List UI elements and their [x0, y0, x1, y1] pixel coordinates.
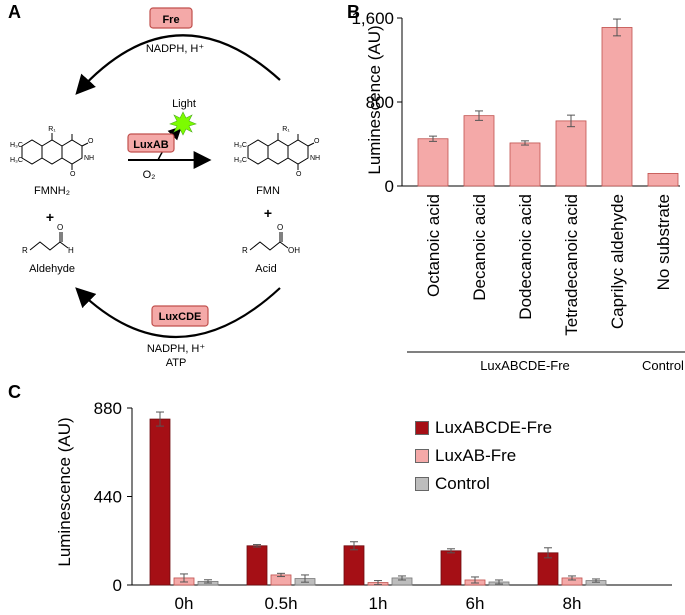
plus-right: + [264, 205, 272, 221]
legend-label-luxab-fre: LuxAB-Fre [435, 446, 517, 465]
legend-control: Control [415, 474, 490, 494]
light-label: Light [172, 98, 196, 110]
fmn-h3c-top: H₃C [234, 142, 247, 149]
chart-c-category-6h: 6h [466, 594, 485, 613]
luxab-enzyme-label: LuxAB [133, 139, 169, 151]
acid-r: R [242, 246, 248, 255]
legend-swatch-luxab-fre [415, 449, 429, 463]
chart-b-ylabel: Luminescence (AU) [365, 25, 384, 174]
chart-c-bar-luxabcde-fre-6h [440, 550, 462, 586]
chart-b-category-caprilyc-aldehyde: Caprilyc aldehyde [608, 194, 627, 329]
aldehyde-r: R [22, 246, 28, 255]
chart-b-group-label-control: Control [642, 358, 684, 373]
chart-c-ytick-label: 440 [94, 488, 122, 507]
acid-label: Acid [255, 263, 276, 275]
fmnh2-h3c-bottom: H₃C [10, 157, 23, 164]
luxcde-cofactor-nadph: NADPH, H⁺ [147, 343, 206, 355]
legend-label-luxabcde-fre: LuxABCDE-Fre [435, 418, 553, 437]
light-burst-icon [169, 111, 197, 136]
chart-c-category-8h: 8h [563, 594, 582, 613]
fmnh2-label: FMNH₂ [34, 185, 70, 197]
chart-b-category-tetradecanoic-acid: Tetradecanoic acid [562, 194, 581, 336]
fre-enzyme-box [149, 7, 193, 29]
fmn-o-bottom: O [296, 171, 302, 178]
chart-b-category-octanoic-acid: Octanoic acid [424, 194, 443, 297]
luxcde-cofactor-atp: ATP [166, 357, 187, 369]
fmnh2-nh: NH [84, 155, 94, 162]
panel-b-letter: B [347, 2, 360, 22]
fmn-o-top: O [314, 138, 320, 145]
fmn-h3c-bottom: H₃C [234, 157, 247, 164]
legend-swatch-control [415, 477, 429, 491]
chart-b-bar-caprilyc-aldehyde [601, 27, 633, 187]
substrate-luminescence-chart: Luminescence (AU) 0 800 1,600 Octanoic aci… [351, 9, 685, 373]
fmnh2-structure [21, 133, 89, 170]
fmn-nh: NH [310, 155, 320, 162]
fmnh2-o-top: O [88, 138, 94, 145]
luxcde-arc-arrow [75, 287, 281, 339]
chart-b-category-dodecanoic-acid: Dodecanoic acid [516, 194, 535, 320]
chart-b-bar-no-substrate [647, 172, 679, 187]
chart-b-category-no-substrate: No substrate [654, 194, 673, 290]
chart-b-category-decanoic-acid: Decanoic acid [470, 194, 489, 301]
fre-arc-arrow [75, 34, 281, 95]
chart-b-ytick-label: 1,600 [351, 9, 394, 28]
acid-oh: OH [288, 246, 300, 255]
fre-cofactor: NADPH, H⁺ [146, 43, 205, 55]
chart-c-ylabel: Luminescence (AU) [55, 417, 74, 566]
acid-o: O [277, 223, 283, 232]
oxygen-label: O₂ [143, 169, 156, 181]
luxab-enzyme-box [127, 133, 175, 153]
aldehyde-h: H [68, 246, 74, 255]
chart-c-ytick-label: 0 [113, 576, 122, 595]
chart-c-category-1h: 1h [369, 594, 388, 613]
fre-enzyme-label: Fre [162, 14, 179, 26]
fmn-r1: R₁ [282, 126, 290, 133]
panel-c-letter: C [8, 382, 21, 402]
panel-a-letter: A [8, 2, 21, 22]
chart-c-bar-luxabcde-fre-0h [149, 418, 171, 586]
chart-c-category-0h: 0h [175, 594, 194, 613]
fmnh2-r1: R₁ [48, 126, 56, 133]
aldehyde-o: O [57, 223, 63, 232]
luxcde-enzyme-label: LuxCDE [159, 311, 202, 323]
legend-luxab-fre: LuxAB-Fre [415, 446, 516, 466]
chart-c-bar-luxabcde-fre-1h [343, 545, 365, 586]
fmnh2-h3c-top: H₃C [10, 142, 23, 149]
aldehyde-label: Aldehyde [29, 263, 75, 275]
luxcde-enzyme-box [151, 305, 209, 327]
chart-b-bar-decanoic-acid [463, 115, 495, 187]
aldehyde-structure [29, 232, 69, 251]
chart-c-ytick-label: 880 [94, 399, 122, 418]
fmn-label: FMN [256, 185, 280, 197]
plus-left: + [46, 209, 54, 225]
legend-label-control: Control [435, 474, 490, 493]
chart-b-bar-dodecanoic-acid [509, 142, 541, 187]
lux-cycle-diagram: Fre NADPH, H⁺ LuxAB O₂ Light LuxCDE NADP… [10, 7, 320, 369]
chart-b-ytick-label: 0 [385, 177, 394, 196]
chart-c-bar-luxabcde-fre-0-5h [246, 545, 268, 586]
fmnh2-o-bottom: O [70, 171, 76, 178]
chart-b-bar-tetradecanoic-acid [555, 120, 587, 187]
legend-swatch-luxabcde-fre [415, 421, 429, 435]
chart-c-category-0-5h: 0.5h [264, 594, 297, 613]
acid-structure [249, 232, 289, 251]
chart-b-bar-octanoic-acid [417, 138, 449, 187]
timecourse-luminescence-chart: Luminescence (AU) 0 440 880 0h 0.5h 1h 6h 8h [55, 399, 672, 613]
chart-b-group-label-luxabcde-fre: LuxABCDE-Fre [480, 358, 570, 373]
legend-luxabcde-fre: LuxABCDE-Fre [415, 418, 552, 438]
chart-b-ytick-label: 800 [366, 93, 394, 112]
fmn-structure [247, 133, 315, 170]
